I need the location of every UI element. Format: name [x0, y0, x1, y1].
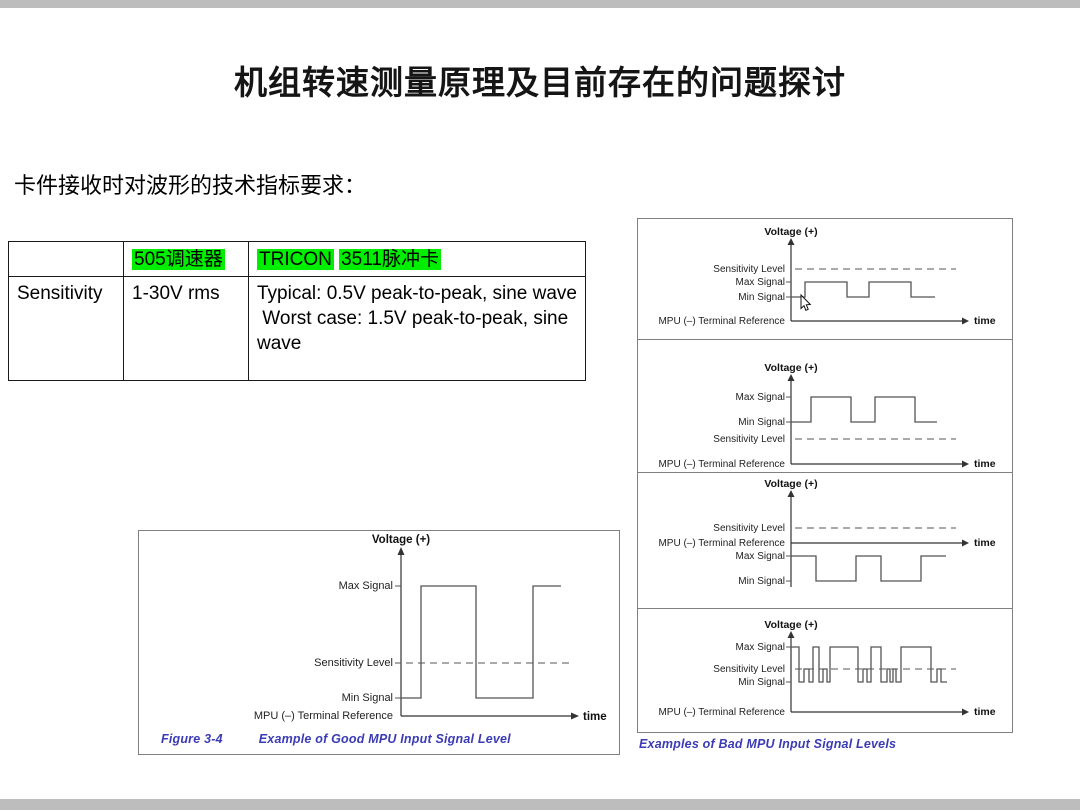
min-signal-label: Min Signal: [738, 417, 785, 428]
sensitivity-label-cell: Sensitivity: [8, 276, 124, 381]
time-axis-label: time: [974, 315, 996, 327]
max-signal-label: Max Signal: [736, 642, 785, 653]
time-axis-label: time: [974, 458, 996, 470]
min-signal-label: Min Signal: [738, 576, 785, 587]
sensitivity-label: Sensitivity Level: [713, 264, 785, 275]
voltage-axis-label: Voltage (+): [764, 478, 817, 490]
bottom-edge-band: [0, 799, 1080, 810]
time-axis-arrow: [962, 317, 969, 325]
min-signal-label: Min Signal: [342, 692, 393, 704]
signal-wave: [791, 396, 937, 423]
spec-table-header-row: 505调速器 TRICON 3511脉冲卡: [8, 241, 586, 277]
bad-panel-1-diagram: Voltage (+) time Sensitivity Level Max S…: [658, 226, 996, 327]
voltage-axis-label: Voltage (+): [764, 619, 817, 631]
voltage-axis-arrow: [787, 374, 795, 381]
bad-figures-caption: Examples of Bad MPU Input Signal Levels: [639, 737, 897, 751]
time-axis-arrow: [962, 539, 969, 547]
top-edge-band: [0, 0, 1080, 8]
slide-title: 机组转速测量原理及目前存在的问题探讨: [234, 66, 846, 102]
voltage-axis-arrow: [397, 547, 405, 555]
sensitivity-label: Sensitivity Level: [713, 664, 785, 675]
good-signal-figure-box: Voltage (+) time Max Signal Sensitivity …: [138, 530, 620, 755]
governor-value-cell: 1-30V rms: [123, 276, 249, 381]
sensitivity-label: Sensitivity Level: [713, 523, 785, 534]
spec-table-data-row: Sensitivity 1-30V rms Typical: 0.5V peak…: [8, 276, 586, 381]
time-axis-arrow: [962, 708, 969, 716]
header-governor-cell: 505调速器: [123, 241, 249, 277]
voltage-axis-arrow: [787, 238, 795, 245]
bad-panel-2-diagram: Voltage (+) time Max Signal Min Signal S…: [658, 362, 996, 470]
voltage-axis-label: Voltage (+): [372, 534, 430, 546]
max-signal-label: Max Signal: [339, 580, 393, 592]
header-tricon-cell: TRICON 3511脉冲卡: [248, 241, 586, 277]
time-axis-arrow: [571, 712, 579, 720]
bad-panel-3: Voltage (+) time Sensitivity Level MPU (…: [638, 473, 1012, 609]
signal-wave: [790, 646, 947, 683]
time-axis-arrow: [962, 460, 969, 468]
max-signal-label: Max Signal: [736, 551, 785, 562]
bad-panel-2: Voltage (+) time Max Signal Min Signal S…: [638, 340, 1012, 473]
bad-panel-4-diagram: Voltage (+) time Max Signal Sensitivity …: [658, 619, 996, 718]
bad-panel-3-diagram: Voltage (+) time Sensitivity Level MPU (…: [658, 478, 996, 587]
tricon-typical-value: Typical: 0.5V peak-to-peak, sine wave: [257, 283, 578, 304]
time-axis-label: time: [583, 711, 607, 723]
signal-wave: [401, 585, 561, 699]
max-signal-label: Max Signal: [736, 392, 785, 403]
tricon-highlight: TRICON: [257, 248, 334, 270]
slide-subtitle: 卡件接收时对波形的技术指标要求：: [14, 173, 367, 198]
time-axis-label: time: [974, 706, 996, 718]
header-empty-cell: [8, 241, 124, 277]
mpu-reference-label: MPU (–) Terminal Reference: [254, 710, 393, 722]
voltage-axis-arrow: [787, 631, 795, 638]
signal-wave: [791, 555, 946, 582]
mouse-cursor-icon: [800, 293, 812, 311]
time-axis-label: time: [974, 537, 996, 549]
tricon-value-cell: Typical: 0.5V peak-to-peak, sine wave Wo…: [248, 276, 586, 381]
mpu-reference-label: MPU (–) Terminal Reference: [658, 707, 785, 718]
min-signal-label: Min Signal: [738, 292, 785, 303]
voltage-axis-arrow: [787, 490, 795, 497]
figure-caption-text: Example of Good MPU Input Signal Level: [258, 732, 511, 746]
max-signal-label: Max Signal: [736, 277, 785, 288]
mpu-reference-label: MPU (–) Terminal Reference: [658, 538, 785, 549]
min-signal-label: Min Signal: [738, 677, 785, 688]
good-signal-diagram: Voltage (+) time Max Signal Sensitivity …: [254, 534, 607, 723]
good-figure-caption: Figure 3-4 Example of Good MPU Input Sig…: [161, 732, 511, 746]
bad-panel-4: Voltage (+) time Max Signal Sensitivity …: [638, 609, 1012, 732]
mpu-reference-label: MPU (–) Terminal Reference: [658, 459, 785, 470]
bad-panel-1: Voltage (+) time Sensitivity Level Max S…: [638, 219, 1012, 340]
voltage-axis-label: Voltage (+): [764, 226, 817, 238]
pulse-card-highlight: 3511脉冲卡: [339, 248, 441, 270]
figure-number: Figure 3-4: [161, 732, 223, 746]
mpu-reference-label: MPU (–) Terminal Reference: [658, 316, 785, 327]
voltage-axis-label: Voltage (+): [764, 362, 817, 374]
sensitivity-label: Sensitivity Level: [713, 434, 785, 445]
spec-table: 505调速器 TRICON 3511脉冲卡 Sensitivity 1-30V …: [8, 241, 586, 381]
sensitivity-label: Sensitivity Level: [314, 657, 393, 669]
governor-highlight: 505调速器: [132, 248, 225, 270]
bad-signal-figures-box: Voltage (+) time Sensitivity Level Max S…: [637, 218, 1013, 733]
tricon-worst-value: Worst case: 1.5V peak-to-peak, sine wave: [257, 308, 574, 354]
signal-wave: [791, 281, 935, 298]
